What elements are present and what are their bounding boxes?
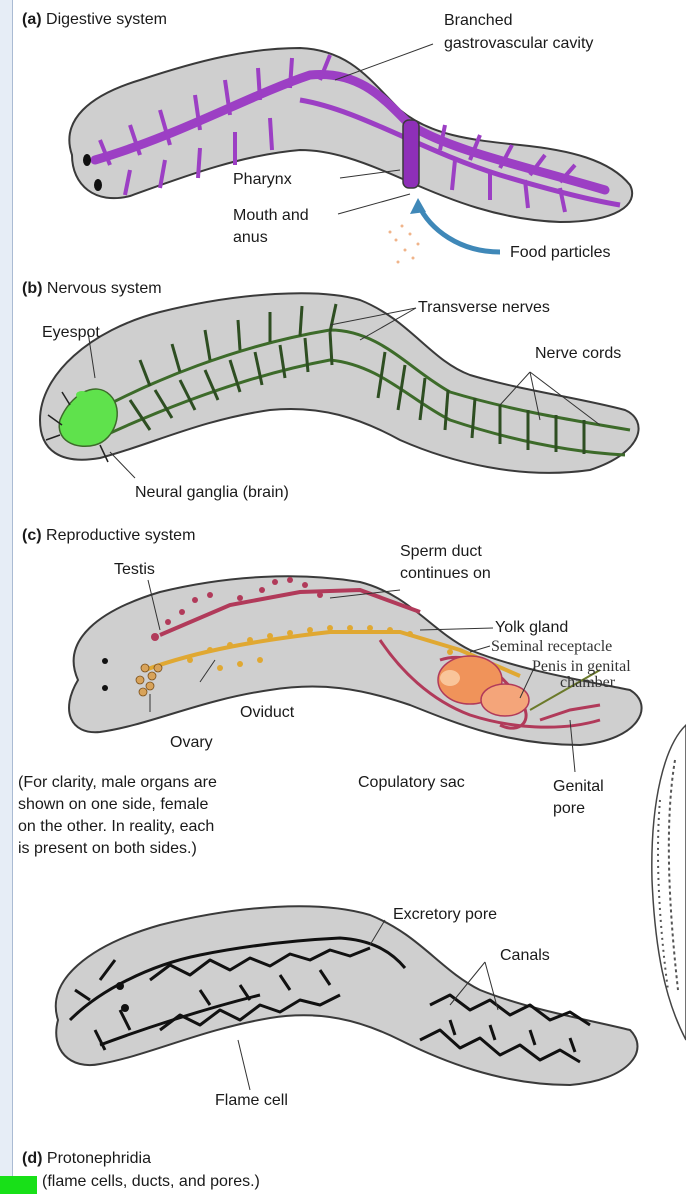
- label-excretory-pore: Excretory pore: [393, 905, 497, 924]
- label-pharynx: Pharynx: [233, 170, 292, 189]
- label-transverse-nerves: Transverse nerves: [418, 298, 550, 317]
- label-branched: Branched: [444, 11, 513, 30]
- label-flame-cell: Flame cell: [215, 1091, 288, 1110]
- excretory-worm: [56, 906, 638, 1090]
- section-a-letter: (a): [22, 11, 42, 28]
- label-pore: pore: [553, 799, 585, 818]
- label-chamber: chamber: [560, 676, 615, 690]
- section-b-heading: (b) Nervous system: [22, 279, 162, 298]
- section-a-title: Digestive system: [46, 11, 167, 28]
- label-nerve-cords: Nerve cords: [535, 344, 621, 363]
- label-ovary: Ovary: [170, 733, 213, 752]
- label-canals: Canals: [500, 946, 550, 965]
- section-b-title: Nervous system: [47, 280, 162, 297]
- label-gastrovascular-cavity: gastrovascular cavity: [444, 34, 593, 53]
- section-d-letter: (d): [22, 1150, 42, 1167]
- label-eyespot: Eyespot: [42, 323, 100, 342]
- section-c-heading: (c) Reproductive system: [22, 526, 195, 545]
- section-c-letter: (c): [22, 527, 42, 544]
- digestive-worm: [69, 44, 632, 264]
- note-line-1: (For clarity, male organs are: [18, 773, 217, 792]
- label-seminal-receptacle: Seminal receptacle: [491, 640, 612, 654]
- label-yolk-gland: Yolk gland: [495, 618, 568, 637]
- label-anus: anus: [233, 228, 268, 247]
- label-penis-in-genital: Penis in genital: [532, 660, 631, 674]
- label-mouth-and: Mouth and: [233, 206, 309, 225]
- label-copulatory-sac: Copulatory sac: [358, 773, 465, 792]
- section-d-title: Protonephridia: [47, 1150, 151, 1167]
- section-c-title: Reproductive system: [46, 527, 195, 544]
- label-neural-ganglia: Neural ganglia (brain): [135, 483, 289, 502]
- note-line-2: shown on one side, female: [18, 795, 208, 814]
- label-genital: Genital: [553, 777, 604, 796]
- nervous-worm: [40, 293, 639, 478]
- section-d-heading: (d) Protonephridia: [22, 1149, 151, 1168]
- section-d-subheading: (flame cells, ducts, and pores.): [42, 1172, 260, 1191]
- section-b-letter: (b): [22, 280, 42, 297]
- label-continues-on: continues on: [400, 564, 491, 583]
- label-testis: Testis: [114, 560, 155, 579]
- note-line-3: on the other. In reality, each: [18, 817, 214, 836]
- label-food-particles: Food particles: [510, 243, 611, 262]
- label-oviduct: Oviduct: [240, 703, 294, 722]
- section-a-heading: (a) Digestive system: [22, 10, 167, 29]
- inset-worm-drawing: [652, 725, 686, 1040]
- label-sperm-duct: Sperm duct: [400, 542, 482, 561]
- green-marker: [0, 1176, 37, 1194]
- note-line-4: is present on both sides.): [18, 839, 197, 858]
